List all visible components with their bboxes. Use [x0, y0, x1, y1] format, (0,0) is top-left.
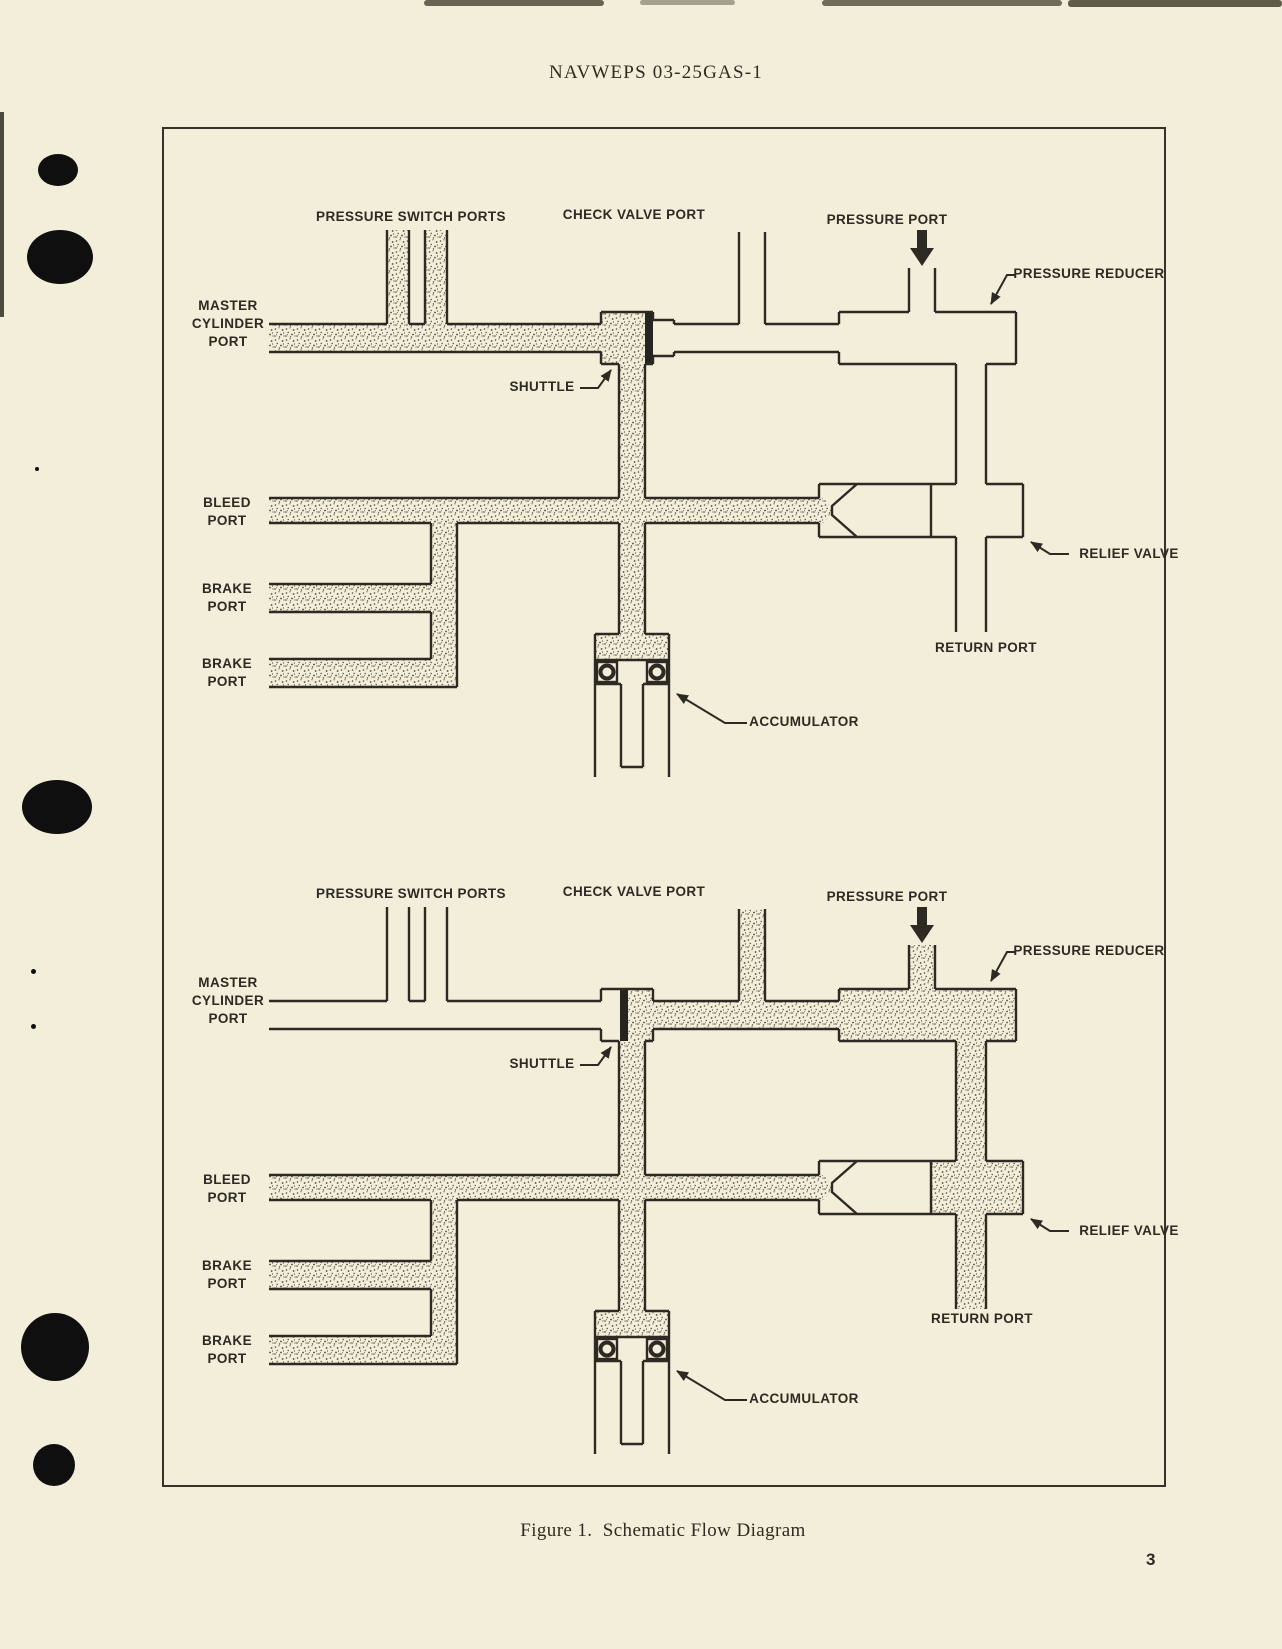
- page-number: 3: [1146, 1550, 1156, 1569]
- schematic-state-bottom: [267, 905, 1069, 1456]
- label-relief-valve: RELIEF VALVE: [1079, 546, 1179, 561]
- scan-smudge: [822, 0, 1062, 6]
- label-check-valve-port: CHECK VALVE PORT: [562, 207, 706, 222]
- hole-punch-mark: [22, 780, 92, 834]
- label-accumulator: ACCUMULATOR: [749, 714, 859, 729]
- label-accumulator: ACCUMULATOR: [749, 1391, 859, 1406]
- hole-punch-mark: [38, 154, 78, 186]
- label-brake-port: BRAKE PORT: [201, 1333, 252, 1366]
- label-master-cylinder-port: MASTER CYLINDER PORT: [191, 298, 265, 349]
- hole-punch-mark: [21, 1313, 89, 1381]
- hole-punch-mark: [33, 1444, 75, 1486]
- label-return-port: RETURN PORT: [935, 640, 1037, 655]
- shuttle-piston: [645, 312, 653, 364]
- ink-speck: [35, 467, 39, 471]
- label-bleed-port: BLEED PORT: [203, 495, 251, 528]
- label-brake-port: BRAKE PORT: [201, 1258, 252, 1291]
- label-relief-valve: RELIEF VALVE: [1079, 1223, 1179, 1238]
- label-pressure-port: PRESSURE PORT: [826, 889, 948, 904]
- scan-edge-artifact: [0, 112, 4, 317]
- hole-punch-mark: [27, 230, 93, 284]
- label-master-cylinder-port: MASTER CYLINDER PORT: [191, 975, 265, 1026]
- shuttle-piston: [620, 989, 628, 1041]
- label-shuttle: SHUTTLE: [509, 379, 575, 394]
- label-brake-port: BRAKE PORT: [201, 656, 252, 689]
- label-pressure-switch-ports: PRESSURE SWITCH PORTS: [316, 886, 506, 901]
- label-return-port: RETURN PORT: [931, 1311, 1033, 1326]
- label-pressure-reducer: PRESSURE REDUCER: [1013, 266, 1165, 281]
- scan-smudge: [1068, 0, 1282, 7]
- scan-smudge: [424, 0, 604, 6]
- label-check-valve-port: CHECK VALVE PORT: [562, 884, 706, 899]
- figure-box: PRESSURE SWITCH PORTS CHECK VALVE PORT P…: [162, 127, 1178, 1487]
- label-pressure-switch-ports: PRESSURE SWITCH PORTS: [316, 209, 506, 224]
- ink-speck: [31, 969, 36, 974]
- label-brake-port: BRAKE PORT: [201, 581, 252, 614]
- document-number: NAVWEPS 03-25GAS-1: [549, 62, 763, 83]
- schematic-flow-diagram: [267, 228, 1164, 1456]
- label-bleed-port: BLEED PORT: [203, 1172, 251, 1205]
- schematic-state-top: [267, 228, 1069, 779]
- ink-speck: [31, 1024, 36, 1029]
- label-pressure-reducer: PRESSURE REDUCER: [1013, 943, 1165, 958]
- label-pressure-port: PRESSURE PORT: [826, 212, 948, 227]
- label-shuttle: SHUTTLE: [509, 1056, 575, 1071]
- scan-smudge: [640, 0, 735, 5]
- figure-caption: Figure 1. Schematic Flow Diagram: [520, 1520, 806, 1541]
